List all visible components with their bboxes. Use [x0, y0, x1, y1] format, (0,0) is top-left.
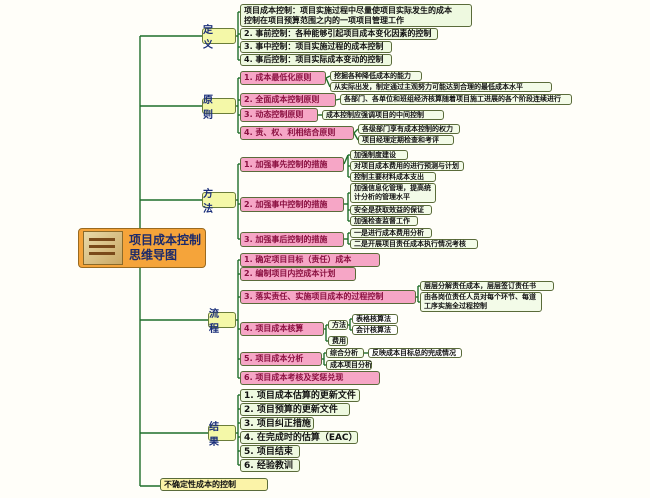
process-4-note-2[interactable]: 费用: [328, 336, 348, 346]
method-1-note-2[interactable]: 对项目成本费用的进行预测与计划: [350, 161, 464, 171]
process-3-note-2[interactable]: 由各岗位责任人员对每个环节、每道工序实施全过程控制: [420, 292, 542, 312]
process-3[interactable]: 3. 落实责任、实施项目成本的过程控制: [240, 290, 416, 304]
principle-1-note-2[interactable]: 从实际出发，制定通过主观努力可能达到合理的最低成本水平: [330, 82, 552, 92]
connector-line: [353, 132, 359, 141]
principle-3[interactable]: 3. 动态控制原则: [240, 108, 318, 122]
principle-2-note-1[interactable]: 各部门、各单位和班组经济核算随着项目施工进展的各个阶段连续进行: [340, 94, 572, 105]
process-5[interactable]: 5. 项目成本分析: [240, 352, 322, 366]
method-3-note-1[interactable]: 一是进行成本费用分析: [350, 228, 432, 238]
definition-item-1-line2: 控制在项目预算范围之内的一项项目管理工作: [244, 15, 404, 25]
result-2[interactable]: 2. 项目预算的更新文件: [240, 403, 350, 416]
method-3[interactable]: 3. 加强事后控制的措施: [240, 232, 344, 247]
principle-4-note-2[interactable]: 项目经理定期检查和考评: [358, 135, 454, 145]
category-process[interactable]: 流 程: [208, 309, 236, 335]
method-2-note-1[interactable]: 加强信息化管理，提高统计分析的管理水平: [350, 183, 436, 203]
process-1[interactable]: 1. 确定项目目标（责任）成本: [240, 253, 380, 267]
definition-item-3[interactable]: 3. 事中控制：项目实施过程的成本控制: [240, 41, 392, 53]
category-methods[interactable]: 方 法: [202, 189, 236, 215]
abacus-image: [83, 231, 123, 265]
principle-3-note-1[interactable]: 成本控制应强调项目的中间控制: [322, 110, 444, 120]
category-results[interactable]: 结 果: [208, 422, 236, 448]
result-4[interactable]: 4. 在完成时的估算（EAC）: [240, 431, 358, 444]
method-1[interactable]: 1. 加强事先控制的措施: [240, 157, 344, 172]
process-4-sub-2[interactable]: 会计核算法: [352, 325, 398, 335]
process-5-sub-1[interactable]: 反映成本目标总的完成情况: [368, 348, 462, 358]
method-3-note-2[interactable]: 二是开展项目责任成本执行情况考核: [350, 239, 478, 249]
principle-4[interactable]: 4. 责、权、利相结合原则: [240, 126, 354, 140]
connector-line: [335, 98, 341, 101]
method-2-note-2[interactable]: 安全是获取效益的保证: [350, 205, 432, 215]
root-subtitle: 思维导图: [129, 248, 178, 262]
method-2-note-3[interactable]: 加强检查监督工作: [350, 216, 418, 226]
principle-1-note-1[interactable]: 挖掘各种降低成本的能力: [330, 71, 422, 81]
method-1-note-1[interactable]: 加强制度建设: [350, 150, 408, 160]
principle-2[interactable]: 2. 全面成本控制原则: [240, 93, 336, 107]
definition-item-2[interactable]: 2. 事前控制：各种能够引起项目成本变化因素的控制: [240, 28, 438, 40]
process-3-note-1[interactable]: 层层分解责任成本，层层签订责任书: [420, 281, 554, 291]
principle-1[interactable]: 1. 成本最低化原则: [240, 71, 326, 85]
result-3[interactable]: 3. 项目纠正措施: [240, 417, 314, 430]
definition-item-1-line1: 项目成本控制：项目实施过程中尽量使项目实际发生的成本: [244, 5, 452, 15]
result-1[interactable]: 1. 项目成本估算的更新文件: [240, 389, 360, 402]
result-5[interactable]: 5. 项目结束: [240, 445, 300, 458]
result-6[interactable]: 6. 经验教训: [240, 459, 300, 472]
definition-item-4[interactable]: 4. 事后控制：项目实际成本变动的控制: [240, 54, 392, 66]
method-1-note-3[interactable]: 控制主要材料成本支出: [350, 172, 436, 182]
category-principles[interactable]: 原 则: [202, 95, 236, 121]
method-2[interactable]: 2. 加强事中控制的措施: [240, 197, 344, 212]
connector-line: [353, 128, 359, 134]
process-2[interactable]: 2. 编制项目内控成本计划: [240, 267, 356, 281]
connector-line: [325, 77, 331, 88]
root-title: 项目成本控制: [129, 233, 202, 247]
principle-4-note-1[interactable]: 各级部门享有成本控制的权力: [358, 124, 460, 134]
process-4[interactable]: 4. 项目成本核算: [240, 322, 324, 336]
category-definition[interactable]: 定 义: [202, 25, 236, 51]
root-topic[interactable]: 项目成本控制 思维导图: [78, 228, 206, 268]
process-6[interactable]: 6. 项目成本考核及奖惩兑现: [240, 371, 380, 385]
process-4-note-1[interactable]: 方法: [328, 320, 348, 330]
uncertain-cost-control[interactable]: 不确定性成本的控制: [160, 478, 268, 491]
process-5-note-2[interactable]: 成本项目分析: [326, 360, 372, 370]
connector-line: [325, 75, 331, 79]
process-5-note-1[interactable]: 综合分析: [326, 348, 364, 358]
definition-item-1[interactable]: 项目成本控制：项目实施过程中尽量使项目实际发生的成本 控制在项目预算范围之内的一…: [240, 4, 472, 27]
process-4-sub-1[interactable]: 表格核算法: [352, 314, 398, 324]
